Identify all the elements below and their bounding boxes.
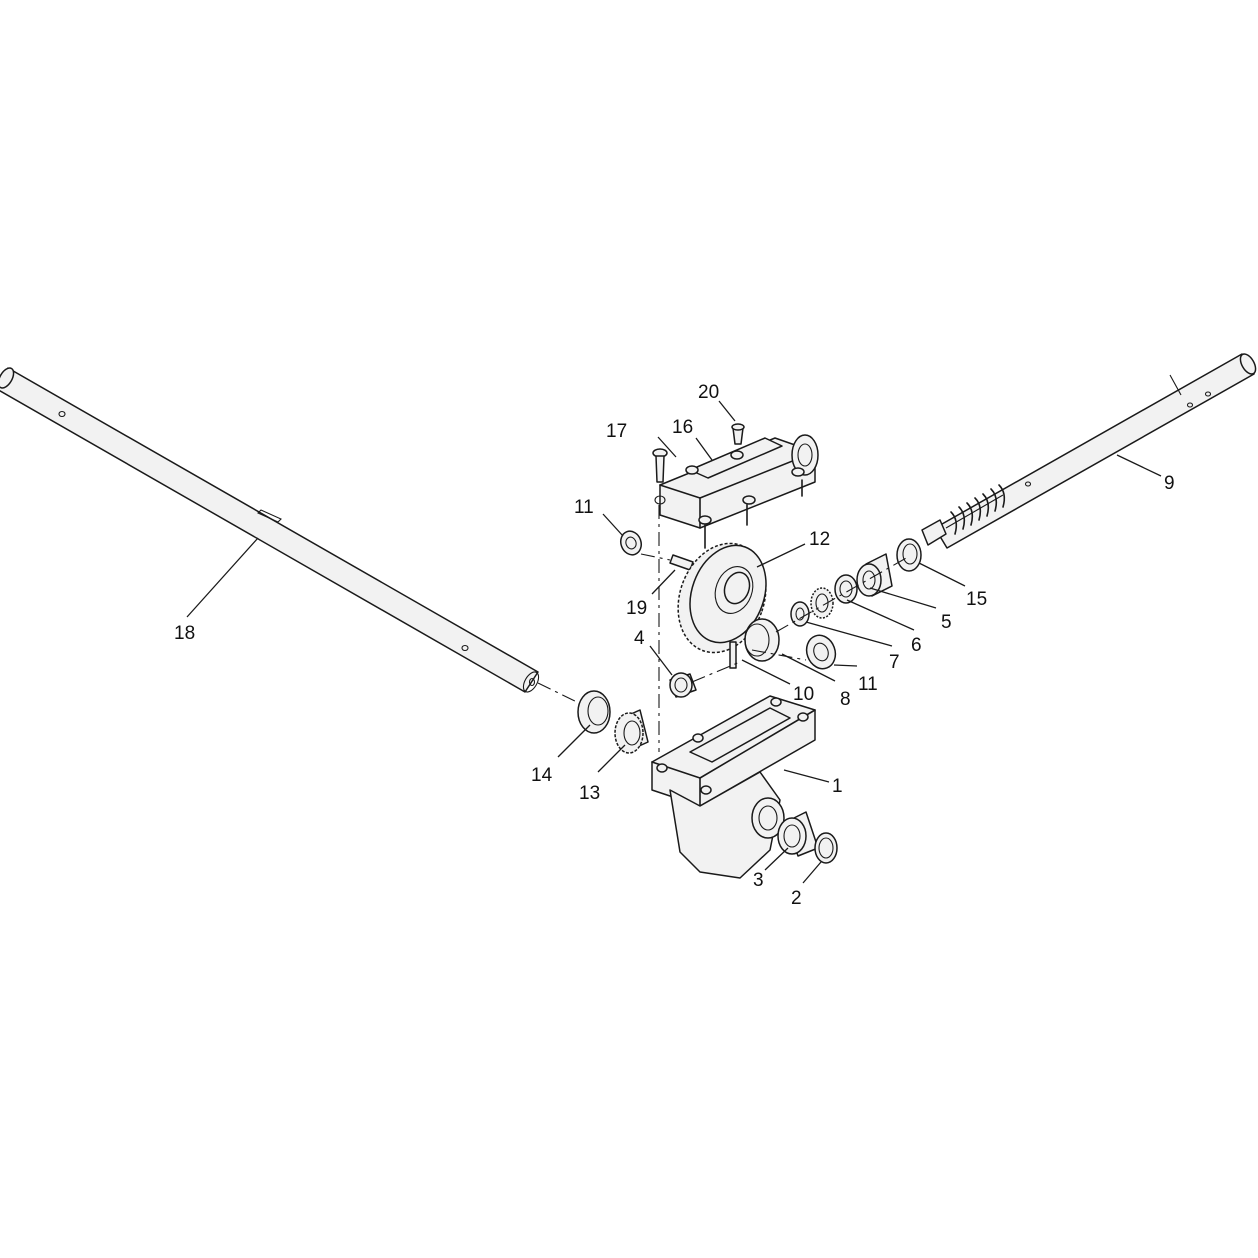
callout-20: 20 [698,382,719,403]
callout-13: 13 [579,783,600,804]
part-18-left-shaft [0,367,540,693]
part-12-worm-gear [677,542,767,654]
part-5-sleeve [856,553,893,597]
callout-10: 10 [793,684,814,705]
part-11-washer-upper [619,530,643,556]
callout-8: 8 [840,689,851,710]
part-20-grease-fitting [731,423,745,445]
part-4-bushing [669,672,697,698]
worm-thread [950,484,1006,535]
assembly-centerlines [537,505,909,752]
callout-1: 1 [832,776,843,797]
leader-lines [186,400,1162,884]
callout-16: 16 [672,417,693,438]
callout-14: 14 [531,765,553,786]
callout-labels: 20 17 16 11 12 19 4 10 8 11 7 6 5 15 9 1… [174,382,1175,909]
callout-6: 6 [911,635,922,656]
callout-7: 7 [889,652,900,673]
part-17-bolt [652,448,668,483]
part-2-ring [814,832,838,864]
part-14-seal [577,690,611,734]
part-9-right-worm-shaft [921,353,1257,549]
callout-5: 5 [941,612,952,633]
callout-11: 11 [858,674,878,695]
callout-12: 12 [809,529,830,550]
callout-17: 17 [606,421,627,442]
callout-18: 18 [174,623,195,644]
callout-2: 2 [791,888,802,909]
callout-15: 15 [966,589,987,610]
part-10-pin [729,641,737,669]
callout-9: 9 [1164,473,1175,494]
part-13-bearing [614,709,649,754]
part-16-upper-housing [654,434,819,549]
callout-11: 11 [574,497,594,518]
part-3-bushing [777,811,819,857]
part-15-bearing [896,538,922,572]
callout-3: 3 [753,870,764,891]
part-11-washer-lower [805,634,837,670]
part-6-washer-b [834,574,858,604]
callout-19: 19 [626,598,647,619]
part-7-thrust-bearing [810,587,834,619]
part-1-lower-housing [651,695,816,879]
part-19-key [669,554,694,571]
part-6-washer [790,601,810,627]
part-8-spacer [744,618,780,662]
callout-4: 4 [634,628,645,649]
